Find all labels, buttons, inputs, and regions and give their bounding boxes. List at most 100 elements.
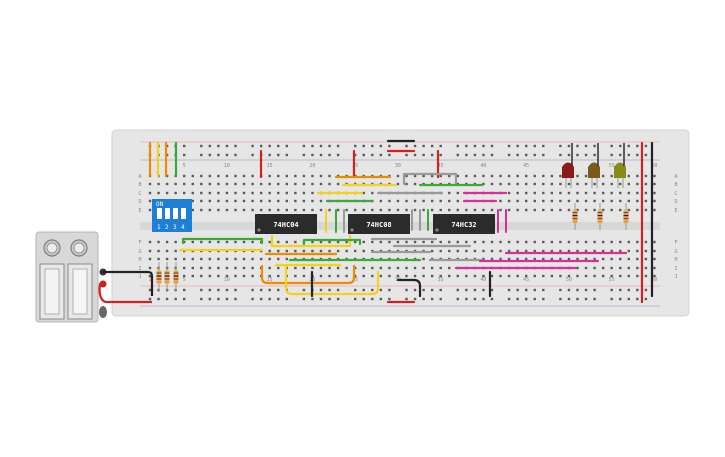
dip-toggle-4[interactable] xyxy=(181,208,186,219)
led[interactable] xyxy=(614,162,626,189)
hole xyxy=(191,274,194,278)
rail-hole xyxy=(328,297,331,301)
resistor[interactable] xyxy=(623,203,629,230)
hole xyxy=(234,257,237,261)
wire-green[interactable] xyxy=(302,238,362,246)
rail-hole xyxy=(516,297,519,301)
hole xyxy=(653,182,656,186)
rail-hole xyxy=(234,153,237,157)
rail-hole xyxy=(422,288,425,292)
rail-hole xyxy=(610,288,613,292)
rail-hole xyxy=(405,153,408,157)
rail-hole xyxy=(379,297,383,301)
hole xyxy=(362,266,365,270)
hole xyxy=(336,182,340,186)
dip-toggle-2[interactable] xyxy=(165,208,170,219)
hole xyxy=(242,266,246,270)
rail-hole xyxy=(525,288,528,292)
rail-hole xyxy=(388,153,391,157)
hole xyxy=(559,191,562,195)
hole xyxy=(653,249,656,253)
row-letter: E xyxy=(138,208,141,214)
hole xyxy=(644,174,648,178)
hole xyxy=(567,257,571,261)
dip-switch[interactable]: ON 1 2 3 4 xyxy=(152,199,192,232)
power-supply[interactable] xyxy=(35,231,154,323)
wire-black[interactable] xyxy=(396,278,422,298)
wire-green[interactable] xyxy=(181,237,264,245)
column-number: 50 xyxy=(566,277,572,283)
hole xyxy=(148,266,152,270)
hole xyxy=(362,208,365,212)
hole xyxy=(268,266,271,270)
hole xyxy=(208,240,212,244)
column-number: 25 xyxy=(352,163,358,169)
rail-hole xyxy=(388,144,391,148)
rail-hole xyxy=(593,297,596,301)
dip-toggle-3[interactable] xyxy=(173,208,178,219)
resistor[interactable] xyxy=(164,262,170,292)
hole xyxy=(251,266,254,270)
hole xyxy=(165,257,169,261)
resistor[interactable] xyxy=(173,262,179,292)
hole xyxy=(525,208,528,212)
hole xyxy=(405,174,408,178)
rail-hole xyxy=(610,144,613,148)
hole xyxy=(396,274,400,278)
hole xyxy=(559,199,562,203)
hole xyxy=(336,266,340,270)
rail-hole xyxy=(200,144,203,148)
hole xyxy=(183,257,186,261)
resistor[interactable] xyxy=(572,203,578,230)
hole xyxy=(593,240,596,244)
rail-hole xyxy=(593,144,596,148)
wire-orange[interactable] xyxy=(260,264,356,285)
hole xyxy=(456,199,459,203)
led[interactable] xyxy=(588,162,600,189)
chip-74hc04[interactable]: 74HC04 xyxy=(255,214,317,234)
chip-74hc08[interactable]: 74HC08 xyxy=(348,214,410,234)
wire-black[interactable] xyxy=(103,270,154,296)
hole xyxy=(157,249,160,253)
hole xyxy=(157,182,160,186)
rail-hole xyxy=(439,144,442,148)
power-switch[interactable] xyxy=(99,306,107,318)
led[interactable] xyxy=(562,162,574,189)
wire-red[interactable] xyxy=(98,282,152,304)
hole xyxy=(379,266,383,270)
wire-yellow[interactable] xyxy=(284,264,380,296)
hole xyxy=(294,240,297,244)
column-number: 45 xyxy=(523,163,529,169)
row-letter: F xyxy=(674,240,677,246)
hole xyxy=(311,208,314,212)
hole xyxy=(191,182,194,186)
column-number: 20 xyxy=(309,163,315,169)
hole xyxy=(627,257,630,261)
hole xyxy=(234,208,237,212)
hole xyxy=(610,240,613,244)
rail-hole xyxy=(311,297,314,301)
column-number: 40 xyxy=(480,163,486,169)
rail-hole xyxy=(217,288,220,292)
row-letter: A xyxy=(138,174,141,180)
resistor[interactable] xyxy=(156,262,162,292)
row-letter: A xyxy=(674,174,677,180)
hole xyxy=(285,249,288,253)
hole xyxy=(499,274,502,278)
hole xyxy=(473,274,477,278)
hole xyxy=(627,274,630,278)
chip-74hc32[interactable]: 74HC32 xyxy=(433,214,495,234)
hole xyxy=(183,274,186,278)
rail-hole xyxy=(644,297,648,301)
rail-hole xyxy=(285,144,288,148)
dip-toggle-1[interactable] xyxy=(157,208,162,219)
wire-gray[interactable] xyxy=(402,172,458,186)
resistor[interactable] xyxy=(597,203,603,230)
rail-hole xyxy=(208,144,212,148)
rail-hole xyxy=(336,144,340,148)
hole xyxy=(627,174,630,178)
hole xyxy=(268,240,271,244)
hole xyxy=(277,208,280,212)
hole xyxy=(362,191,365,195)
